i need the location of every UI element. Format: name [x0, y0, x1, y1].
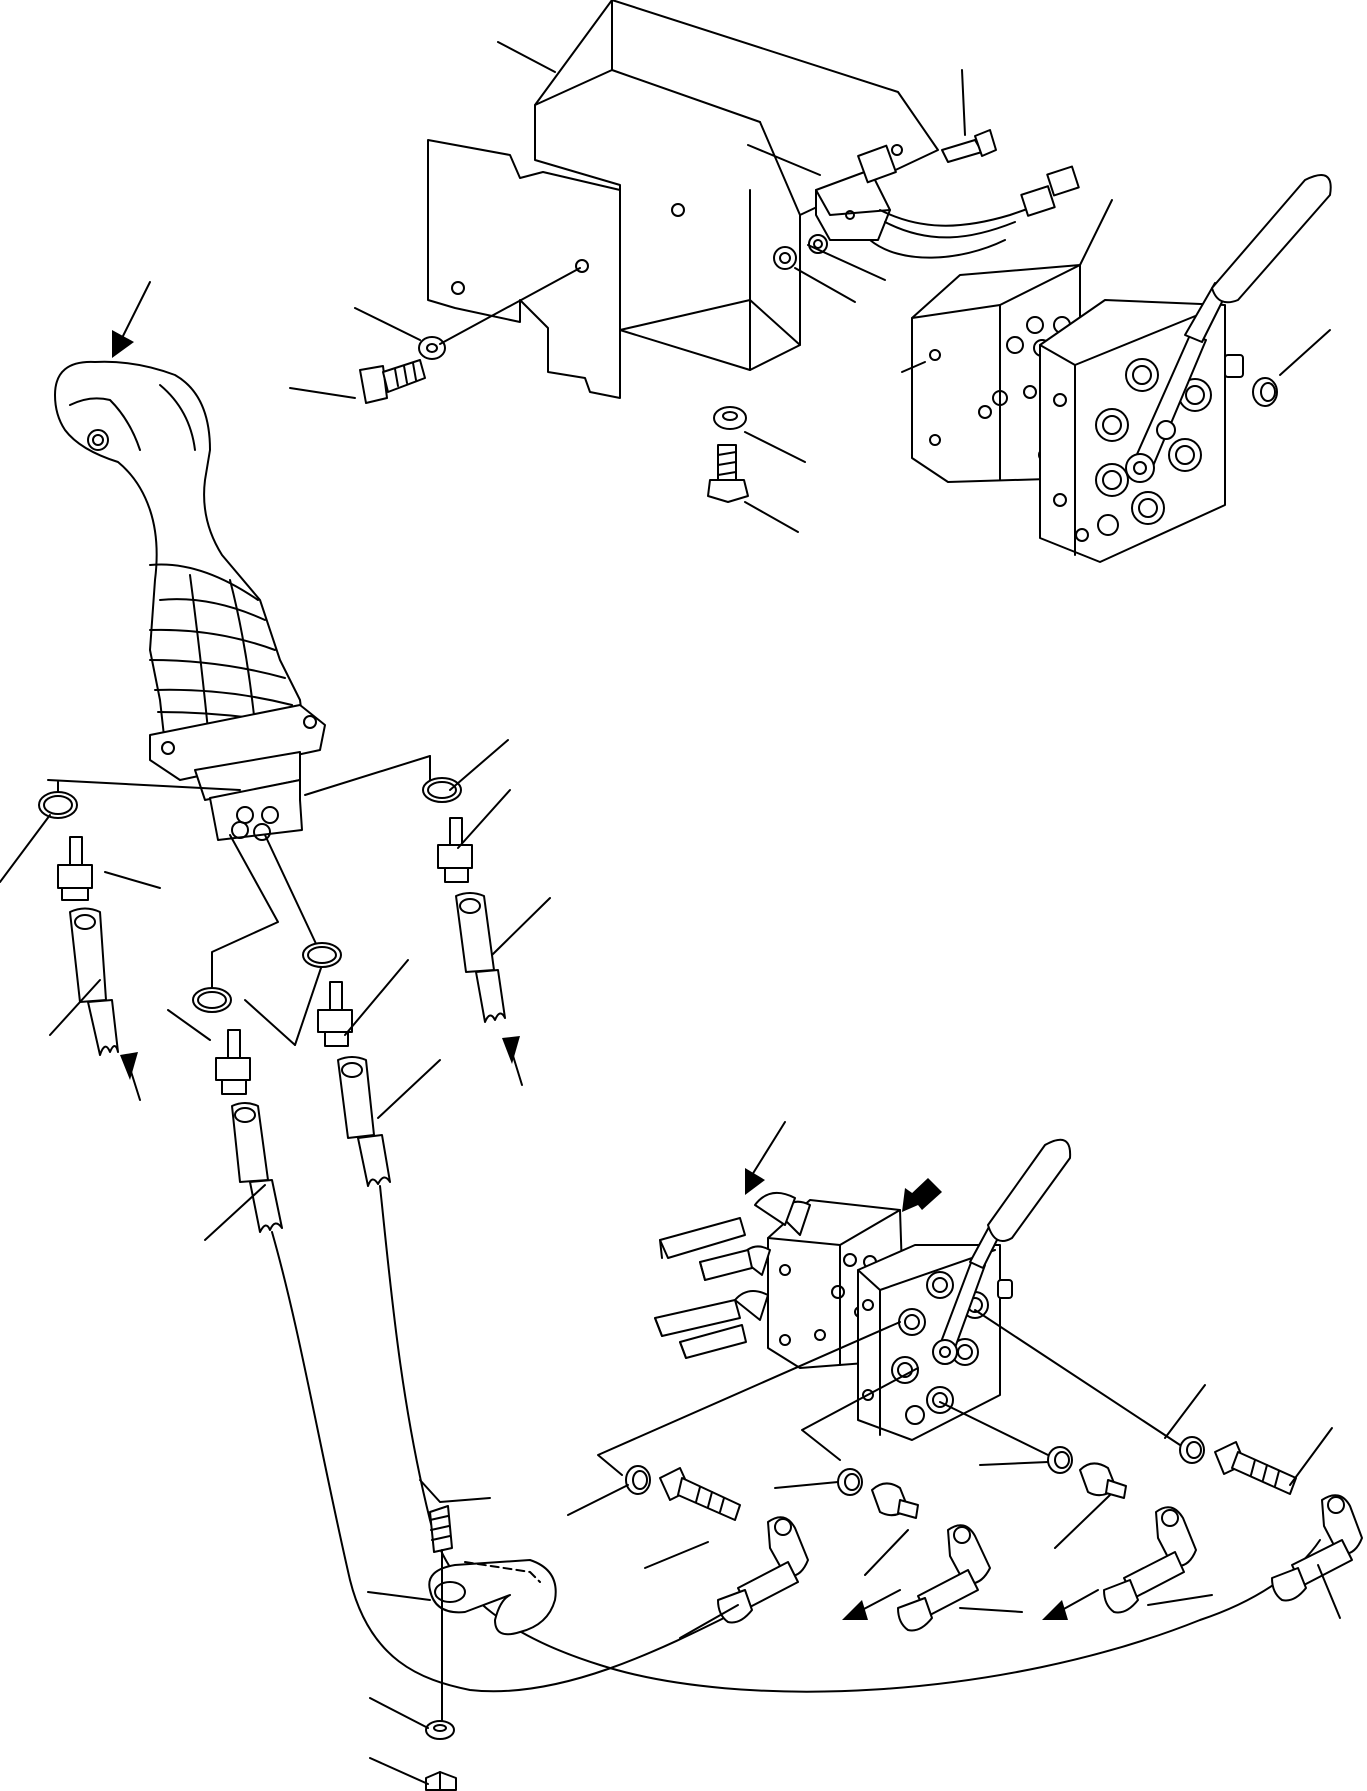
flow-arrow-out-1: [842, 1589, 901, 1620]
lower-port-4: [1179, 1436, 1363, 1602]
view-arrow-lower: [745, 1121, 786, 1195]
joystick-port-1: [38, 791, 119, 1056]
switch-wiring-harness: [869, 165, 1080, 259]
lower-washer: [713, 406, 747, 430]
lower-valve-port-leaders: [597, 1309, 1181, 1476]
lower-port-1: [625, 1465, 809, 1624]
hose-clamp: [419, 1479, 557, 1636]
view-arrow-joystick: [112, 281, 151, 358]
ppc-valve-upper: [911, 264, 1226, 563]
bracket-washer: [418, 336, 446, 360]
flow-arrow-out-2: [1042, 1589, 1099, 1620]
bracket-bolt: [359, 359, 426, 404]
ppc-lever-upper: [1125, 174, 1332, 483]
lower-port-3: [1047, 1446, 1197, 1614]
joystick-port-4: [422, 777, 506, 1023]
lower-valve-inlet-hoses: [654, 1191, 811, 1359]
joystick-port-2: [192, 987, 283, 1233]
bracket-bolt-axis: [439, 267, 581, 345]
limit-switch: [815, 144, 897, 241]
clamp-nut: [425, 1771, 457, 1791]
ppc-lever-lower: [932, 1138, 1072, 1365]
flow-arrow-right: [502, 1036, 523, 1086]
callout-leaders: [0, 41, 1341, 1785]
view-arrow-lower-bold: [902, 1178, 942, 1212]
clamp-washer: [425, 1720, 455, 1740]
snap-ring: [1252, 377, 1278, 407]
joystick-base: [149, 704, 326, 841]
lower-port-2: [837, 1468, 991, 1632]
pilot-hoses: [271, 1185, 1321, 1693]
joystick-port-3: [302, 942, 391, 1187]
lower-bolt: [707, 444, 749, 503]
control-box-cover: [534, 0, 939, 371]
joystick-lever: [54, 360, 306, 746]
flow-arrow-left: [120, 1052, 141, 1101]
joystick-port-leaders: [47, 755, 431, 1046]
mounting-bracket: [427, 139, 621, 399]
cover-bolt: [941, 129, 997, 163]
valve-bolt-axis: [901, 361, 926, 373]
